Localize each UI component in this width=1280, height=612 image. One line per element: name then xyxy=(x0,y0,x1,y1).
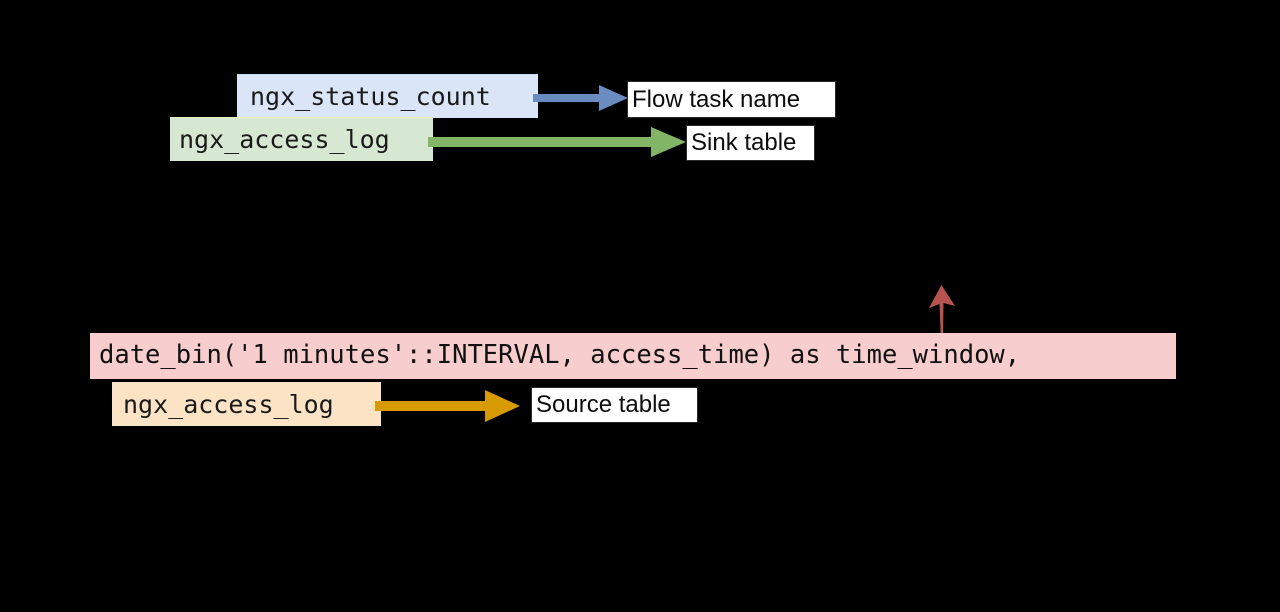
label-source-table: Source table xyxy=(531,387,698,423)
highlight-ngx-access-log-sink: ngx_access_log xyxy=(170,117,433,161)
arrow-green-to-sink-table xyxy=(428,127,686,157)
arrow-blue-to-flow-task-name xyxy=(533,85,628,111)
label-sink-table: Sink table xyxy=(686,125,815,161)
arrow-red-to-time-window xyxy=(929,285,955,341)
label-flow-task-name: Flow task name xyxy=(627,81,836,118)
highlight-ngx-access-log-source: ngx_access_log xyxy=(112,382,381,426)
highlight-sql-time-window-expression: date_bin('1 minutes'::INTERVAL, access_t… xyxy=(90,333,1176,379)
highlight-ngx-status-count: ngx_status_count xyxy=(237,74,538,118)
arrow-orange-to-source-table xyxy=(375,390,520,422)
